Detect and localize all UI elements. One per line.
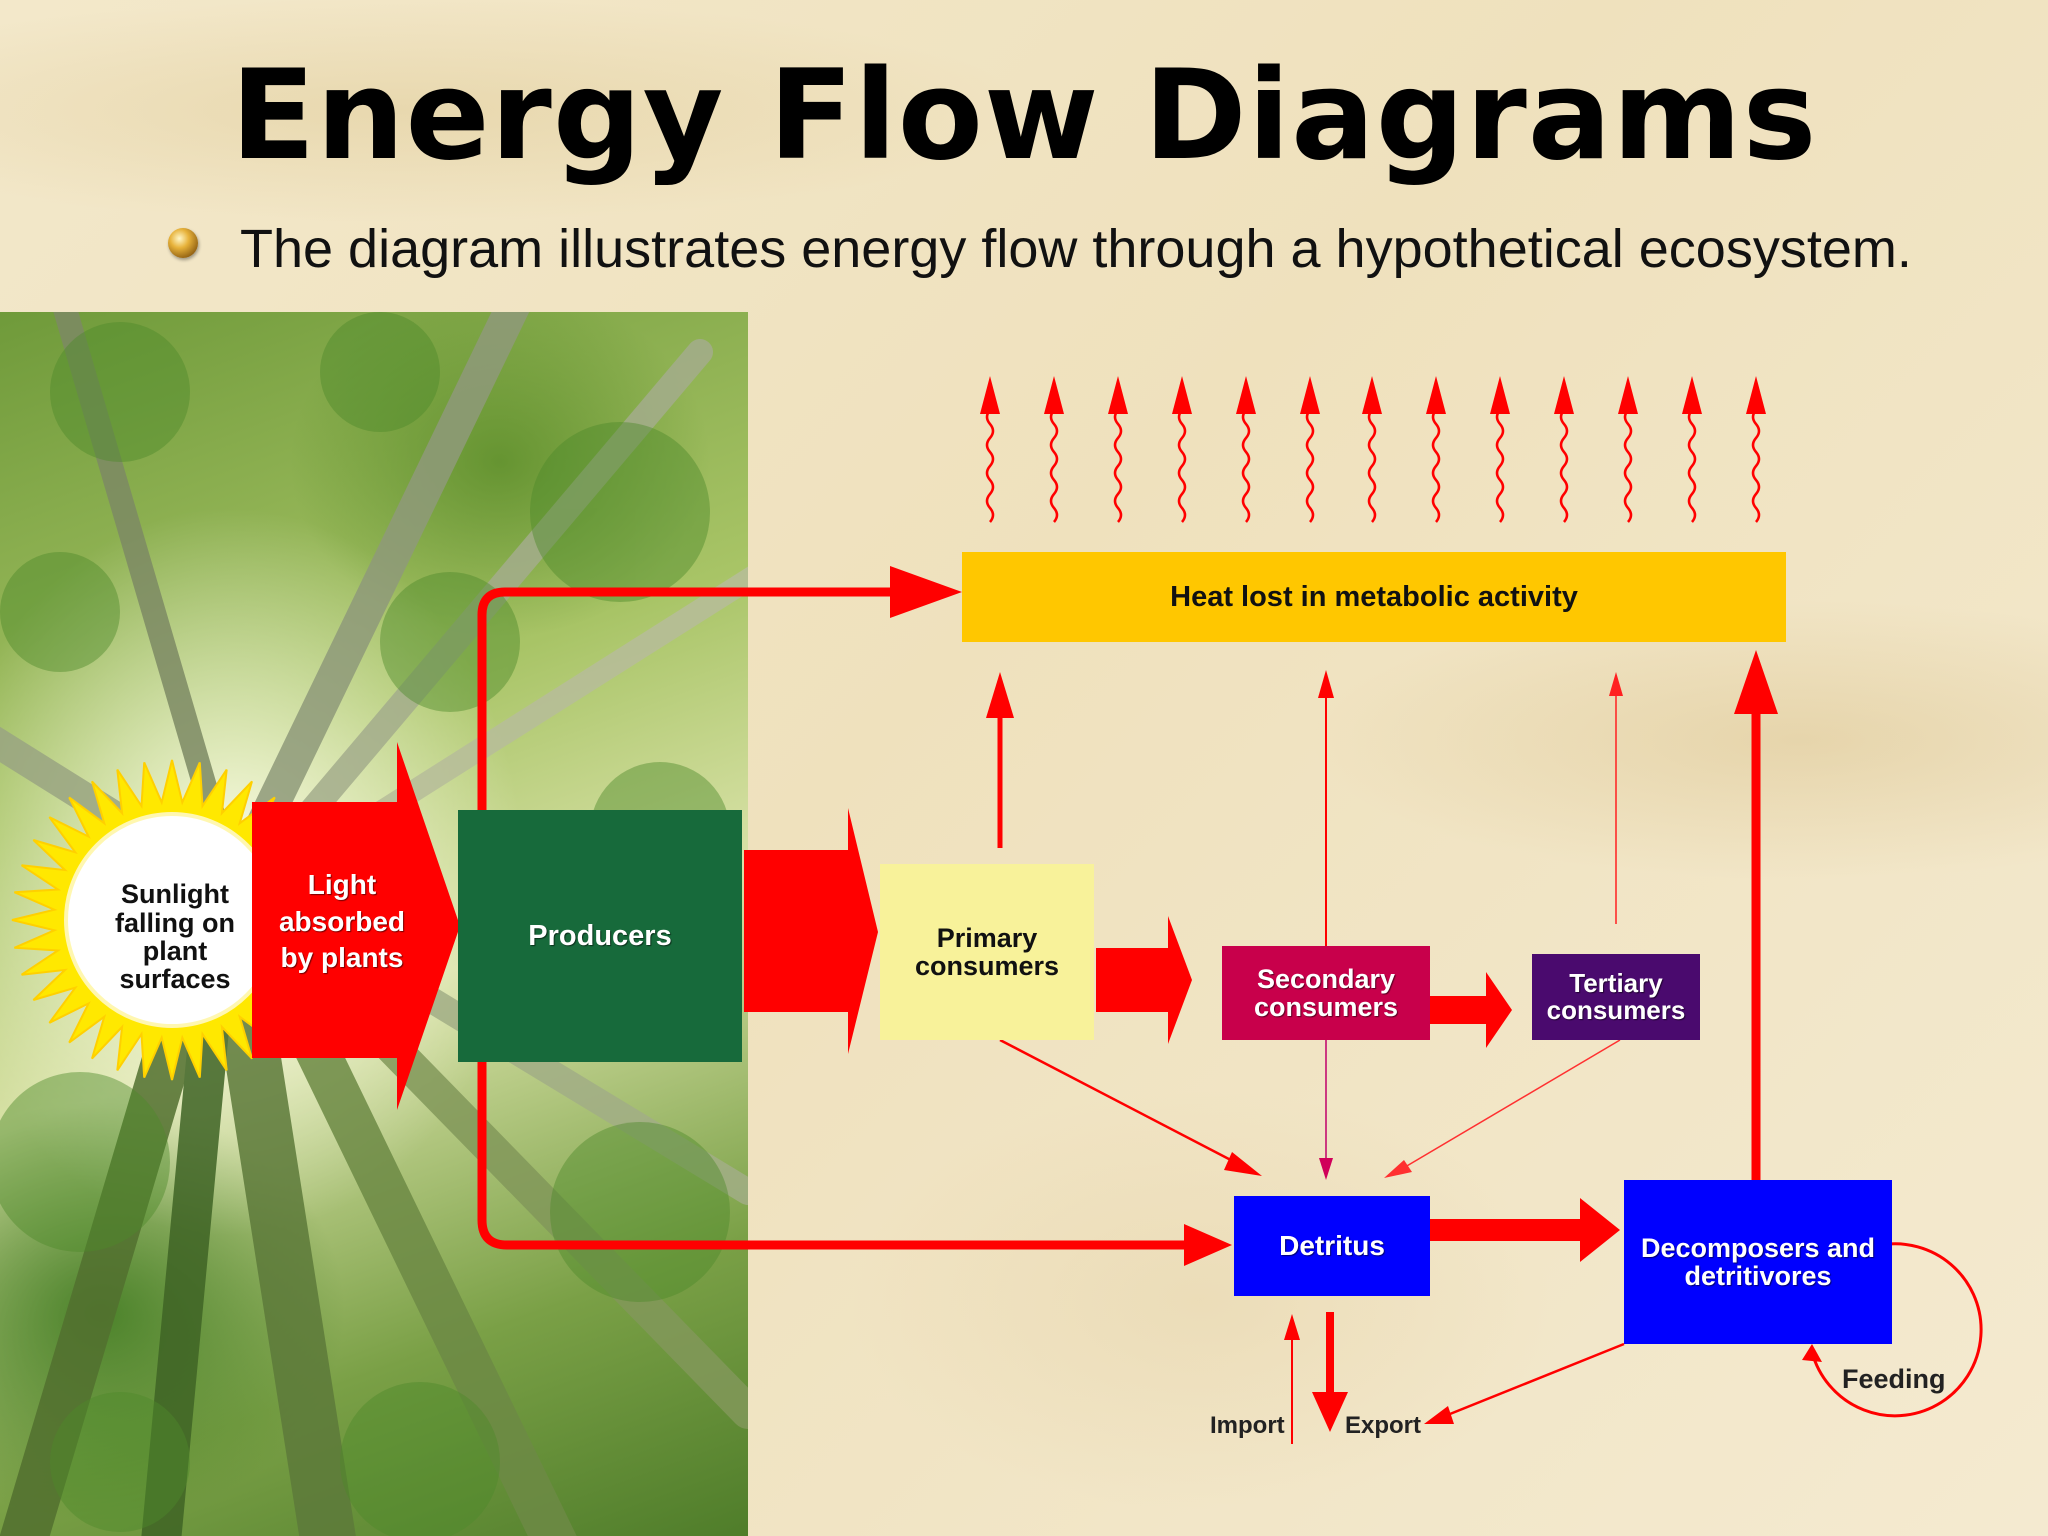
detritus-box: Detritus (1234, 1196, 1430, 1296)
heat-wave-arrowhead (1426, 376, 1446, 414)
producers-to-detritus-arrow (477, 1060, 1190, 1250)
heat-wave-arrow (1495, 409, 1505, 523)
heat-wave-arrowhead (1300, 376, 1320, 414)
bullet-icon (168, 228, 198, 258)
detritus-to-decomposers-arrow (1430, 1198, 1620, 1262)
secondary-to-heat-arrowhead (1318, 670, 1334, 698)
producers-to-heat-arrow (477, 587, 900, 810)
heat-wave-arrowhead (1554, 376, 1574, 414)
secondary-to-tertiary-arrow (1430, 972, 1512, 1048)
heat-wave-arrow (1177, 409, 1187, 523)
tertiary-to-heat-arrowhead (1609, 672, 1623, 696)
import-arrowhead (1284, 1314, 1300, 1340)
forest-photo (0, 312, 748, 1536)
heat-wave-arrowhead (1490, 376, 1510, 414)
bullet-text: The diagram illustrates energy flow thro… (240, 219, 1912, 279)
producers-to-primary-arrow (744, 808, 878, 1054)
heat-wave-arrow (1113, 409, 1123, 523)
heat-wave-arrow (1687, 409, 1697, 523)
heat-wave-arrow (1049, 409, 1059, 523)
heat-wave-arrowhead (1618, 376, 1638, 414)
producers-to-detritus-arrowhead (1184, 1224, 1232, 1266)
heat-wave-arrowhead (1746, 376, 1766, 414)
light-absorbed-arrow (252, 742, 460, 1110)
heat-wave-arrow (1367, 409, 1377, 523)
heat-radiation-arrows (980, 376, 1766, 523)
heat-wave-arrowhead (980, 376, 1000, 414)
slide-title: Energy Flow Diagrams (230, 44, 1818, 188)
decomposers-to-heat-arrowhead (1734, 650, 1778, 714)
feeding-loop-arrowhead (1802, 1344, 1822, 1362)
primary-to-heat-arrowhead (986, 672, 1014, 718)
producers-to-heat-arrowhead (890, 566, 962, 618)
feeding-label: Feeding (1842, 1364, 1946, 1394)
heat-wave-arrow (985, 409, 995, 523)
secondary-consumers-box: Secondary consumers (1222, 946, 1430, 1040)
heat-wave-arrow (1623, 409, 1633, 523)
bullet-row: The diagram illustrates energy flow thro… (168, 218, 1912, 280)
decomposers-box: Decomposers and detritivores (1624, 1180, 1892, 1344)
primary-consumers-box: Primary consumers (880, 864, 1094, 1040)
light-absorbed-label: Light absorbed by plants (278, 869, 406, 974)
heat-wave-arrowhead (1682, 376, 1702, 414)
heat-wave-arrow (1241, 409, 1251, 523)
import-label: Import (1210, 1412, 1285, 1439)
heat-wave-arrowhead (1362, 376, 1382, 414)
heat-wave-arrow (1305, 409, 1315, 523)
export-arrowhead (1312, 1392, 1348, 1432)
heat-wave-arrow (1431, 409, 1441, 523)
producers-box: Producers (458, 810, 742, 1062)
heat-wave-arrowhead (1172, 376, 1192, 414)
primary-to-secondary-arrow (1096, 916, 1192, 1044)
secondary-to-detritus-arrowhead (1319, 1158, 1333, 1180)
export-label: Export (1345, 1412, 1422, 1439)
heat-wave-arrowhead (1108, 376, 1128, 414)
heat-wave-arrowhead (1236, 376, 1256, 414)
tertiary-to-detritus-arrowhead (1384, 1160, 1412, 1178)
tertiary-consumers-box: Tertiary consumers (1532, 954, 1700, 1040)
heat-wave-arrowhead (1044, 376, 1064, 414)
decomposers-export-arrowhead (1424, 1406, 1454, 1424)
heat-wave-arrow (1559, 409, 1569, 523)
primary-to-detritus-arrowhead (1224, 1152, 1262, 1176)
heat-wave-arrow (1751, 409, 1761, 523)
sunlight-label: Sunlight falling on plant surfaces (115, 879, 235, 995)
heat-lost-box: Heat lost in metabolic activity (962, 552, 1786, 642)
